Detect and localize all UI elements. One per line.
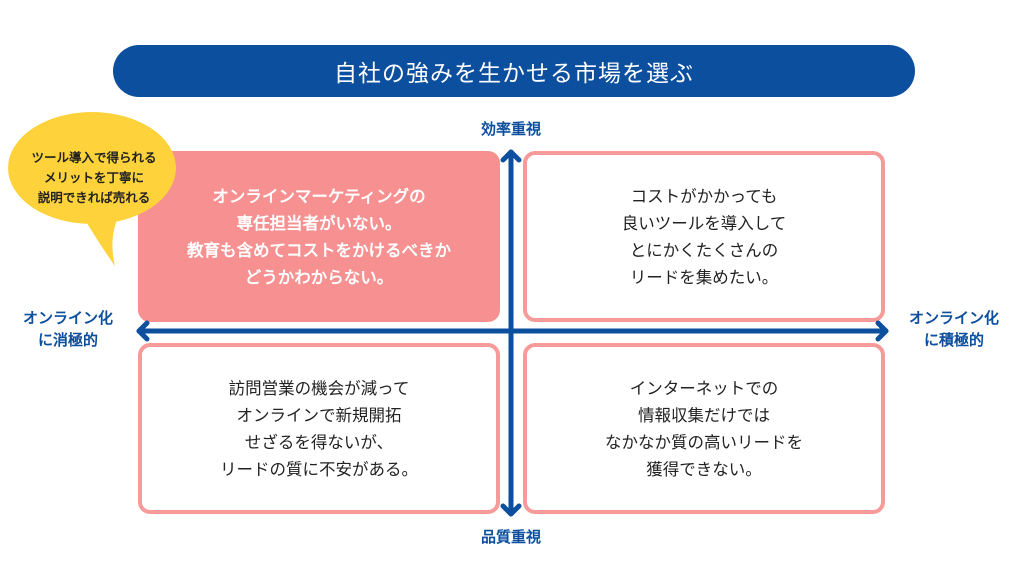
arrow-left-icon <box>136 320 150 342</box>
axis-label-left: オンライン化 に消極的 <box>22 309 113 349</box>
quadrant-bottom-left: 訪問営業の機会が減って オンラインで新規開拓 せざるを得ないが、 リードの質に不… <box>138 343 500 514</box>
arrow-down-icon <box>500 503 522 517</box>
quadrant-top-left: オンラインマーケティングの 専任担当者がいない。 教育も含めてコストをかけるべき… <box>138 151 500 322</box>
quadrant-top-right: コストがかかっても 良いツールを導入して とにかくたくさんの リードを集めたい。 <box>523 151 885 322</box>
axis-label-right: オンライン化 に積極的 <box>908 309 999 349</box>
speech-bubble <box>8 112 176 266</box>
axis-label-top: 効率重視 <box>480 120 541 138</box>
callout-bubble-text: ツール導入で得られる メリットを丁寧に 説明できれば売れる <box>31 150 157 205</box>
page-title: 自社の強みを生かせる市場を選ぶ <box>113 45 915 97</box>
arrow-up-icon <box>500 149 522 163</box>
axis-label-bottom: 品質重視 <box>480 528 541 546</box>
quadrant-bottom-right: インターネットでの 情報収集だけでは なかなか質の高いリードを 獲得できない。 <box>523 343 885 514</box>
arrow-right-icon <box>875 320 889 342</box>
